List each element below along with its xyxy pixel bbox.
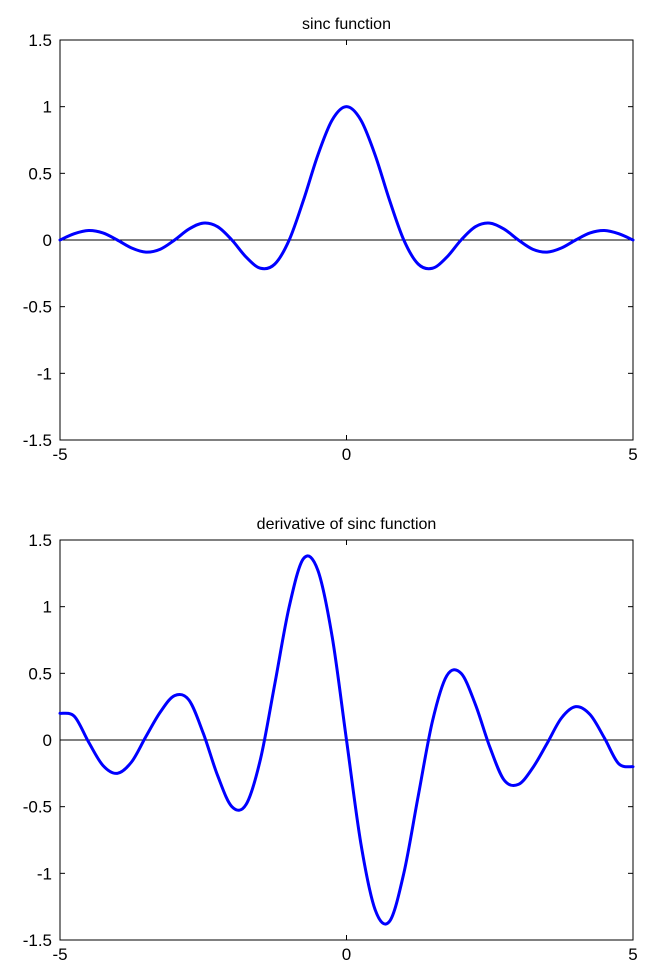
chart-title: sinc function	[302, 16, 391, 33]
y-tick-label: 1.5	[28, 31, 52, 50]
y-tick-label: 0	[43, 731, 52, 750]
y-tick-label: 0.5	[28, 664, 52, 683]
y-tick-label: -1.5	[23, 931, 52, 950]
y-tick-label: 1.5	[28, 531, 52, 550]
x-tick-label: 0	[342, 445, 351, 464]
chart-panel-1: sinc function 1.5 1 0.5 0 -0.5 -1 -1.5-5 0 5	[23, 16, 638, 464]
x-tick-label: 0	[342, 945, 351, 964]
y-tick-label: 1	[43, 98, 52, 117]
y-tick-label: 1	[43, 598, 52, 617]
y-tick-label: 0	[43, 231, 52, 250]
y-tick-label: -1.5	[23, 431, 52, 450]
chart-panel-2: derivative of sinc function 1.5 1 0.5 0 -0.5 -…	[23, 516, 638, 964]
y-tick-label: -1	[37, 864, 52, 883]
y-tick-label: 0.5	[28, 164, 52, 183]
x-tick-label: -5	[52, 945, 67, 964]
series-line-1	[58, 105, 635, 271]
x-tick-label: 5	[628, 445, 637, 464]
series-line-1	[58, 554, 635, 926]
y-tick-label: -0.5	[23, 298, 52, 317]
x-tick-label: -5	[52, 445, 67, 464]
x-tick-label: 5	[628, 945, 637, 964]
y-tick-label: -0.5	[23, 798, 52, 817]
chart-title: derivative of sinc function	[257, 516, 437, 533]
y-tick-label: -1	[37, 364, 52, 383]
